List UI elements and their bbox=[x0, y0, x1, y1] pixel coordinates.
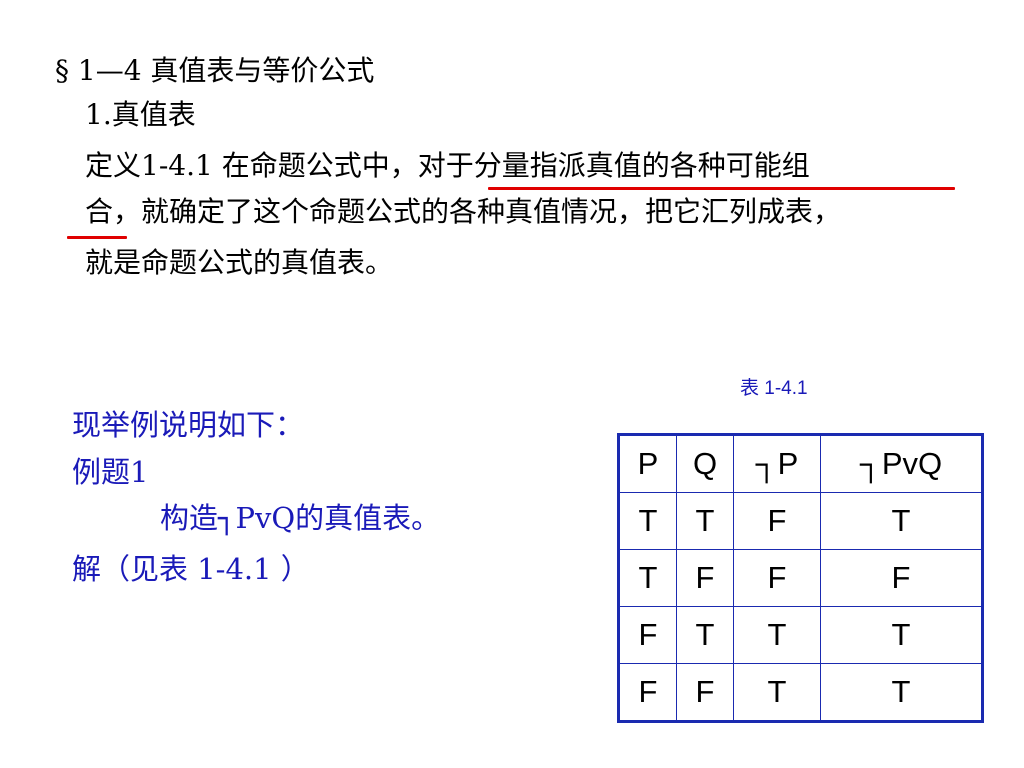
definition-line-3: 就是命题公式的真值表。 bbox=[85, 246, 394, 279]
table-row: F F T T bbox=[618, 663, 983, 722]
table-cell: T bbox=[820, 492, 983, 550]
header-not-p: ┐P bbox=[733, 434, 821, 493]
table-cell: F bbox=[618, 606, 677, 664]
table-caption: 表 1-4.1 bbox=[740, 378, 808, 399]
table-cell: T bbox=[618, 549, 677, 607]
definition-line-2: 合，就确定了这个命题公式的各种真值情况，把它汇列成表， bbox=[85, 195, 842, 228]
definition-prefix: 定义1-4.1 在命题公式中， bbox=[85, 149, 418, 182]
header-q: Q bbox=[676, 434, 734, 493]
table-cell: T bbox=[618, 492, 677, 550]
section-title: § 1—4 真值表与等价公式 bbox=[55, 54, 375, 87]
header-not-p-or-q: ┐PvQ bbox=[820, 434, 983, 493]
table-cell: F bbox=[733, 549, 821, 607]
table-row: T F F F bbox=[618, 549, 983, 607]
example-intro: 现举例说明如下： bbox=[72, 408, 305, 442]
table-cell: T bbox=[820, 606, 983, 664]
definition-line-1: 定义1-4.1 在命题公式中，对于分量指派真值的各种可能组 bbox=[85, 146, 810, 186]
table-cell: F bbox=[676, 549, 734, 607]
truth-table: P Q ┐P ┐PvQ T T F T T F F F F T T T F F … bbox=[617, 433, 984, 723]
example-task: 构造┐PvQ的真值表。 bbox=[160, 501, 441, 535]
example-title: 例题1 bbox=[72, 455, 149, 489]
table-row: T T F T bbox=[618, 492, 983, 550]
table-cell: F bbox=[618, 663, 677, 722]
table-cell: T bbox=[733, 663, 821, 722]
table-header-row: P Q ┐P ┐PvQ bbox=[618, 434, 983, 493]
header-p: P bbox=[618, 434, 677, 493]
table-cell: F bbox=[676, 663, 734, 722]
table-cell: F bbox=[733, 492, 821, 550]
subsection-title: 1.真值表 bbox=[85, 98, 196, 131]
red-underline-2 bbox=[67, 236, 127, 239]
table-row: F T T T bbox=[618, 606, 983, 664]
table-cell: T bbox=[676, 606, 734, 664]
table-cell: F bbox=[820, 549, 983, 607]
red-underline-1 bbox=[488, 187, 955, 190]
example-solution: 解（见表 1-4.1 ） bbox=[72, 552, 310, 586]
table-cell: T bbox=[676, 492, 734, 550]
table-cell: T bbox=[820, 663, 983, 722]
table-cell: T bbox=[733, 606, 821, 664]
definition-highlight: 对于分量指派真值的各种可能组 bbox=[417, 149, 810, 182]
